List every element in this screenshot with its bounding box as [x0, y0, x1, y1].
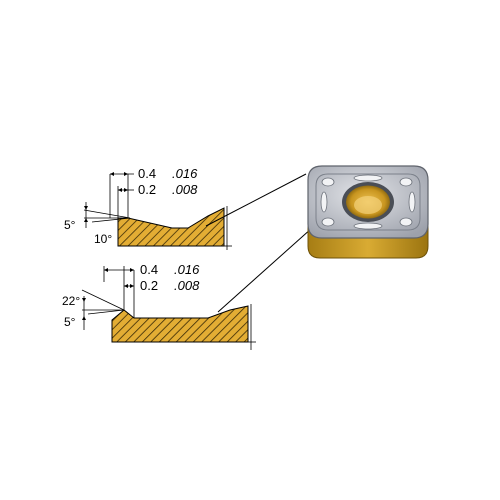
dim-0.2-top: 0.2	[138, 182, 156, 197]
leader-line-bottom	[217, 227, 313, 313]
dim-0.2-bottom: 0.2	[140, 278, 158, 293]
dim-0.4-top: 0.4	[138, 166, 156, 181]
angle-22-bottom: 22°	[62, 294, 80, 308]
dim-008-bottom: .008	[174, 278, 200, 293]
dim-0.4-bottom: 0.4	[140, 262, 158, 277]
cross-section-bottom	[111, 305, 249, 343]
cross-section-top	[117, 207, 225, 247]
leader-line-top	[205, 173, 307, 227]
edge-profile-bottom: 0.4 .016 0.2 .008 22° 5°	[62, 262, 256, 350]
dim-016-top: .016	[172, 166, 198, 181]
edge-profile-top: 0.4 .016 0.2 .008 5° 10°	[64, 166, 232, 250]
angle-5-bottom: 5°	[64, 315, 76, 329]
angle-5-top: 5°	[64, 218, 76, 232]
angle-10-top: 10°	[94, 232, 112, 246]
insert-3d-view	[307, 165, 429, 259]
dim-008-top: .008	[172, 182, 198, 197]
dim-016-bottom: .016	[174, 262, 200, 277]
